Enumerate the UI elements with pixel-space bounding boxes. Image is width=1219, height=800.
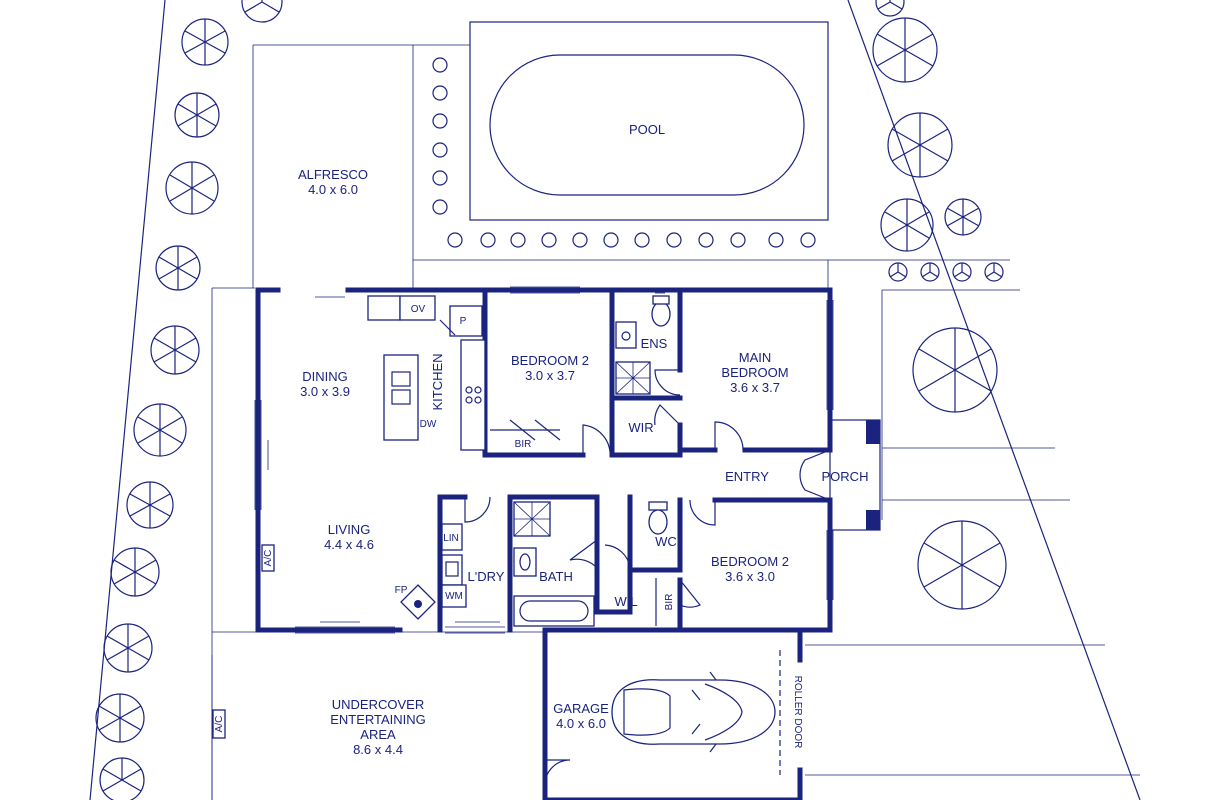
kitchen-label: KITCHEN [430, 353, 445, 410]
undercover-entertaining-area: UNDERCOVER ENTERTAINING AREA 8.6 x 4.4 A… [212, 697, 426, 757]
pantry-label: P [460, 316, 467, 327]
laundry: LIN WM L'DRY [441, 523, 505, 608]
undercover-line2: ENTERTAINING [330, 712, 426, 727]
site-boundaries [89, 0, 1141, 800]
house-walls [255, 287, 833, 800]
bathroom: BATH [513, 501, 595, 627]
tree-icon [880, 198, 934, 252]
pool: POOL [469, 21, 829, 221]
tree-icon [944, 198, 982, 236]
dishwasher-label: DW [420, 419, 437, 430]
tree-icon [126, 481, 174, 529]
tree-icon [95, 693, 145, 743]
main-bedroom-line2: BEDROOM [721, 365, 788, 380]
alfresco-size: 4.0 x 6.0 [308, 182, 358, 197]
tree-icon [952, 262, 972, 282]
dining-room: DINING 3.0 x 3.9 [300, 369, 350, 399]
fireplace-label: FP [395, 585, 408, 596]
living-room: LIVING 4.4 x 4.6 A/C FP [261, 522, 436, 620]
car-icon [611, 671, 776, 753]
laundry-label: L'DRY [468, 569, 505, 584]
bedroom-2-lower-size: 3.6 x 3.0 [725, 569, 775, 584]
living-label: LIVING [328, 522, 371, 537]
wil-label: WIL [614, 594, 637, 609]
bir-upper-label: BIR [515, 439, 532, 450]
kitchen: OV P KITCHEN DW [367, 295, 486, 451]
walk-in-linen: WIL [614, 594, 637, 609]
undercover-line3: AREA [360, 727, 396, 742]
tree-icon [887, 112, 953, 178]
tree-icon [103, 623, 153, 673]
tree-icon [241, 0, 283, 23]
pool-fence-posts [432, 57, 816, 248]
tree-icon [110, 547, 160, 597]
main-bedroom: MAIN BEDROOM 3.6 x 3.7 [721, 350, 788, 395]
landscape-trees [95, 0, 1007, 800]
garage-size: 4.0 x 6.0 [556, 716, 606, 731]
wc: WC [648, 501, 677, 549]
bedroom-2-upper-size: 3.0 x 3.7 [525, 368, 575, 383]
garage-label: GARAGE [553, 701, 609, 716]
bath-label: BATH [539, 569, 573, 584]
undercover-line1: UNDERCOVER [332, 697, 424, 712]
tree-icon [912, 327, 998, 413]
linen-label: LIN [443, 533, 459, 544]
bir-lower-label: BIR [664, 594, 675, 611]
roller-door-label: ROLLER DOOR [792, 676, 803, 749]
ensuite: ENS WIR [615, 295, 671, 435]
pool-label: POOL [629, 122, 665, 137]
alfresco-area: ALFRESCO 4.0 x 6.0 [298, 167, 368, 197]
entry: ENTRY [725, 469, 769, 484]
tree-icon [155, 245, 201, 291]
undercover-size: 8.6 x 4.4 [353, 742, 403, 757]
wc-label: WC [655, 534, 677, 549]
tree-icon [150, 325, 200, 375]
tree-icon [984, 262, 1004, 282]
ensuite-label: ENS [641, 336, 668, 351]
tree-icon [165, 161, 219, 215]
tree-icon [917, 520, 1007, 610]
dining-label: DINING [302, 369, 348, 384]
tree-icon [888, 262, 908, 282]
tree-icon [872, 17, 938, 83]
bedroom-2-lower: BEDROOM 2 3.6 x 3.0 BIR [655, 554, 789, 626]
tree-icon [133, 403, 187, 457]
garage: GARAGE 4.0 x 6.0 ROLLER DOOR [553, 650, 803, 775]
bedroom-2-upper-label: BEDROOM 2 [511, 353, 589, 368]
bedroom-2-upper: BEDROOM 2 3.0 x 3.7 BIR [490, 353, 589, 450]
dining-size: 3.0 x 3.9 [300, 384, 350, 399]
tree-icon [875, 0, 905, 17]
aircon-outdoor-label: A/C [214, 716, 225, 733]
main-bedroom-size: 3.6 x 3.7 [730, 380, 780, 395]
wir-label: WIR [628, 420, 653, 435]
porch-label: PORCH [822, 469, 869, 484]
tree-icon [174, 92, 220, 138]
windows [254, 286, 834, 634]
washing-machine-label: WM [445, 591, 463, 602]
living-size: 4.4 x 4.6 [324, 537, 374, 552]
alfresco-label: ALFRESCO [298, 167, 368, 182]
entry-label: ENTRY [725, 469, 769, 484]
tree-icon [920, 262, 940, 282]
oven-label: OV [411, 304, 426, 315]
main-bedroom-line1: MAIN [739, 350, 772, 365]
aircon-living-label: A/C [263, 550, 274, 567]
tree-icon [181, 18, 229, 66]
porch: PORCH [822, 419, 881, 531]
bedroom-2-lower-label: BEDROOM 2 [711, 554, 789, 569]
tree-icon [99, 757, 145, 800]
